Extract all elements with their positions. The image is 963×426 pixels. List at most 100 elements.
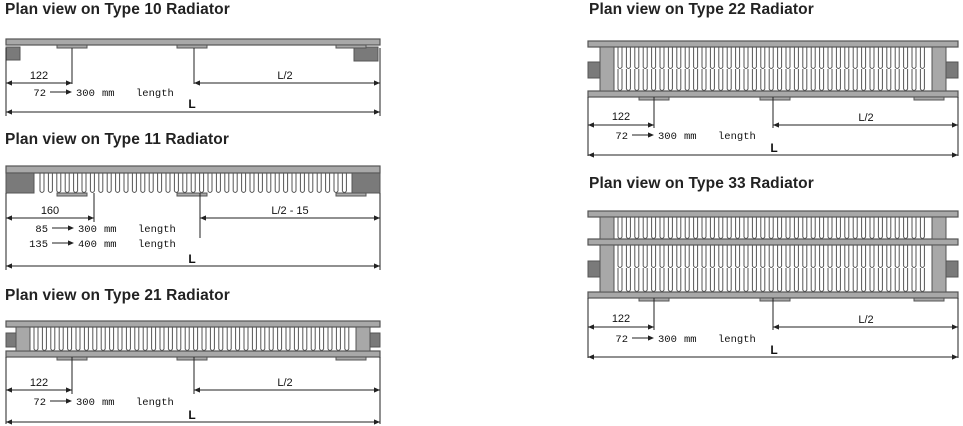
convector-fin-lower (718, 69, 724, 91)
convector-fin-upper (684, 47, 690, 69)
convector-fin-middle (768, 245, 774, 268)
convector-fin-lower (625, 69, 631, 91)
convector-fin (283, 173, 289, 193)
convector-fin (224, 173, 230, 193)
arrow-head (6, 263, 12, 269)
side-cover-right-lower (931, 244, 947, 293)
convector-fin (165, 173, 171, 193)
panel-plate (587, 210, 959, 218)
convector-fin-top (919, 217, 925, 239)
convector-fin (285, 327, 291, 351)
convector-fin-middle (751, 245, 757, 268)
convector-fin-bottom (835, 268, 841, 292)
pointer-arrow-head (68, 225, 74, 231)
convector-fin (148, 173, 154, 193)
convector-fin-bottom (735, 268, 741, 292)
convector-fin-middle (651, 245, 657, 268)
convector-fin-middle (693, 245, 699, 268)
convector-fin-top (718, 217, 724, 239)
convector-fin-middle (903, 245, 909, 268)
convector-fin-bottom (693, 268, 699, 292)
convector-fin (140, 173, 146, 193)
convector-fin-middle (718, 245, 724, 268)
convector-fin-middle (852, 245, 858, 268)
convector-fin-bottom (768, 268, 774, 292)
convector-fin-upper (785, 47, 791, 69)
convector-fin-lower (819, 69, 825, 91)
panel-plate (5, 38, 381, 46)
end-cap-left (5, 332, 17, 348)
convector-fin (109, 327, 115, 351)
length-unit: mm (684, 334, 697, 346)
arrow-head (648, 324, 654, 330)
pointer-arrow-head (68, 240, 74, 246)
convector-fin-top (903, 217, 909, 239)
dimension-offset-value: 122 (30, 377, 48, 389)
convector-fin (89, 173, 95, 193)
convector-fin-upper (726, 47, 732, 69)
convector-fin (117, 327, 123, 351)
convector-fin-middle (634, 245, 640, 268)
arrow-head (588, 122, 594, 128)
arrow-head (952, 122, 958, 128)
panel-title-type-10: Plan view on Type 10 Radiator (5, 1, 230, 18)
arrow-head (194, 80, 200, 86)
convector-fin (293, 327, 299, 351)
short-dimension-value: 135 (29, 239, 48, 251)
convector-fin (193, 327, 199, 351)
convector-fin-middle (877, 245, 883, 268)
convector-fin-middle (785, 245, 791, 268)
convector-fin-bottom (718, 268, 724, 292)
convector-fin-top (869, 217, 875, 239)
dimension-total-value: L (770, 141, 777, 155)
convector-fin (98, 173, 104, 193)
convector-fin-lower (726, 69, 732, 91)
convector-fin-upper (751, 47, 757, 69)
convector-fin (218, 327, 224, 351)
short-dimension-value: 72 (33, 397, 46, 409)
convector-fin-bottom (861, 268, 867, 292)
convector-fin-top (819, 217, 825, 239)
convector-fin (226, 327, 232, 351)
convector-fin (235, 327, 241, 351)
convector-fin-lower (676, 69, 682, 91)
convector-fin-top (827, 217, 833, 239)
convector-fin-bottom (877, 268, 883, 292)
convector-fin-lower (659, 69, 665, 91)
dimension-total-value: L (188, 97, 195, 111)
length-value: 300 (658, 131, 677, 143)
convector-fin (260, 327, 266, 351)
convector-fin (325, 173, 331, 193)
convector-fin-lower (642, 69, 648, 91)
convector-fin-upper (819, 47, 825, 69)
convector-fin-top (802, 217, 808, 239)
convector-fin-middle (810, 245, 816, 268)
convector-fin (41, 327, 47, 351)
convector-fin (56, 173, 62, 193)
convector-fin (268, 327, 274, 351)
convector-fin-bottom (785, 268, 791, 292)
convector-fin-bottom (634, 268, 640, 292)
convector-fin-bottom (844, 268, 850, 292)
convector-fin-bottom (659, 268, 665, 292)
convector-fin (209, 327, 215, 351)
convector-fin (176, 327, 182, 351)
panel-plate (5, 350, 381, 358)
dimension-half-value: L/2 (277, 377, 292, 389)
convector-fin-lower (651, 69, 657, 91)
convector-fin-bottom (819, 268, 825, 292)
convector-fin-bottom (810, 268, 816, 292)
convector-fin (58, 327, 64, 351)
convector-fin (33, 327, 39, 351)
convector-fin-middle (709, 245, 715, 268)
panel-plate (5, 165, 381, 174)
convector-fin-middle (777, 245, 783, 268)
length-value: 400 (78, 239, 97, 251)
length-unit: mm (102, 397, 115, 409)
dimension-half-value: L/2 (858, 314, 873, 326)
end-cap-right (369, 332, 381, 348)
wall-bracket (176, 192, 208, 197)
convector-fin-upper (903, 47, 909, 69)
